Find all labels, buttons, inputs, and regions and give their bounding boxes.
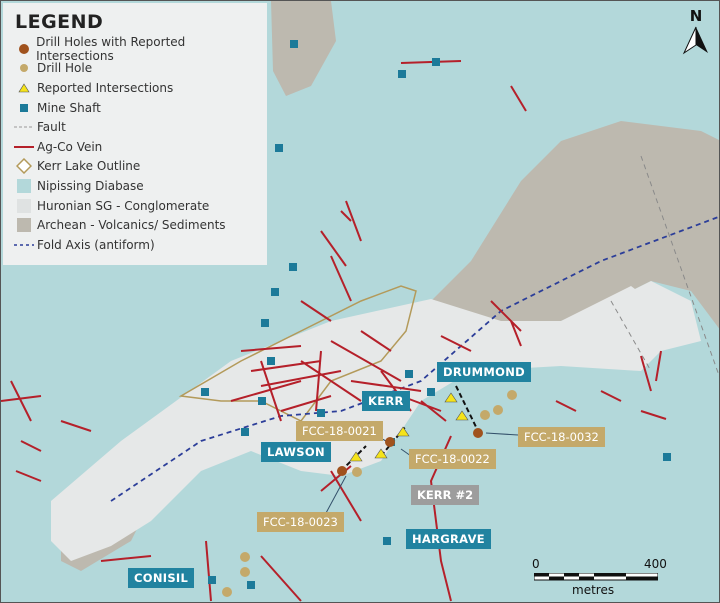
legend-item: Fold Axis (antiform) xyxy=(13,235,257,255)
legend-item: Mine Shaft xyxy=(13,98,257,118)
grey-dashed-line-icon xyxy=(13,120,35,134)
tan-circle-icon xyxy=(13,61,35,75)
legend-label: Kerr Lake Outline xyxy=(37,159,141,174)
legend-item: Huronian SG - Conglomerate xyxy=(13,196,257,216)
mine-label-kerr: KERR xyxy=(362,391,410,411)
legend-label: Huronian SG - Conglomerate xyxy=(37,198,210,213)
drill-holes-with-intersections xyxy=(337,428,483,476)
drill-holes xyxy=(222,390,517,597)
drill-hole-label-fcc-18-0022: FCC-18-0022 xyxy=(409,449,496,469)
legend-label: Fault xyxy=(37,120,66,135)
legend-title: LEGEND xyxy=(15,11,104,33)
legend-label: Drill Hole xyxy=(37,61,93,76)
drill-hole-label-fcc-18-0023: FCC-18-0023 xyxy=(257,512,344,532)
legend-label: Drill Holes with Reported Intersections xyxy=(36,34,186,63)
legend-item: Fault xyxy=(13,117,257,137)
tan-diamond-icon xyxy=(13,158,35,175)
legend-item: Drill Holes with Reported Intersections xyxy=(13,35,257,63)
scale-unit: metres xyxy=(572,583,615,597)
mine-label-hargrave: HARGRAVE xyxy=(406,529,491,549)
legend-item: Kerr Lake Outline xyxy=(13,157,257,177)
light-grey-swatch-icon xyxy=(13,198,35,213)
north-label: N xyxy=(689,7,703,25)
north-arrow: N xyxy=(681,7,711,59)
fault-line xyxy=(640,155,719,377)
huronian-area-small xyxy=(611,281,701,351)
legend: LEGEND Drill Holes with Reported Interse… xyxy=(3,3,267,265)
scale-end: 400 xyxy=(644,557,667,571)
mine-label-drummond: DRUMMOND xyxy=(437,362,531,382)
legend-label: Fold Axis (antiform) xyxy=(37,237,155,252)
legend-item: Nipissing Diabase xyxy=(13,176,257,196)
legend-label: Ag-Co Vein xyxy=(37,139,103,154)
light-blue-swatch-icon xyxy=(13,178,35,193)
drill-hole-label-fcc-18-0021: FCC-18-0021 xyxy=(296,421,383,441)
scale-start: 0 xyxy=(532,557,540,571)
legend-label: Mine Shaft xyxy=(37,100,101,115)
brown-circle-icon xyxy=(13,42,34,56)
blue-dashed-line-icon xyxy=(13,238,35,252)
archean-area-east xyxy=(431,121,719,329)
legend-item: Reported Intersections xyxy=(13,78,257,98)
mine-shafts xyxy=(201,40,671,589)
legend-item: Archean - Volcanics/ Sediments xyxy=(13,215,257,235)
blue-square-icon xyxy=(13,101,35,115)
scale-bar-graphic xyxy=(534,573,658,581)
drill-hole-label-fcc-18-0032: FCC-18-0032 xyxy=(518,427,605,447)
red-line-icon xyxy=(13,140,35,154)
ag-co-veins xyxy=(1,60,667,602)
legend-item: Ag-Co Vein xyxy=(13,137,257,157)
mine-label-lawson: LAWSON xyxy=(261,442,331,462)
fault-line xyxy=(610,300,652,372)
legend-label: Nipissing Diabase xyxy=(37,178,144,193)
legend-label: Archean - Volcanics/ Sediments xyxy=(37,218,226,233)
mine-label-conisil: CONISIL xyxy=(128,568,195,588)
legend-label: Reported Intersections xyxy=(37,80,174,95)
yellow-triangle-icon xyxy=(13,81,35,95)
legend-item: Drill Hole xyxy=(13,59,257,79)
reported-intersections xyxy=(349,392,469,462)
archean-area-top xyxy=(271,1,336,96)
grey-swatch-icon xyxy=(13,218,35,233)
mine-label-kerr-2: KERR #2 xyxy=(411,485,480,505)
north-arrow-icon xyxy=(682,26,708,55)
